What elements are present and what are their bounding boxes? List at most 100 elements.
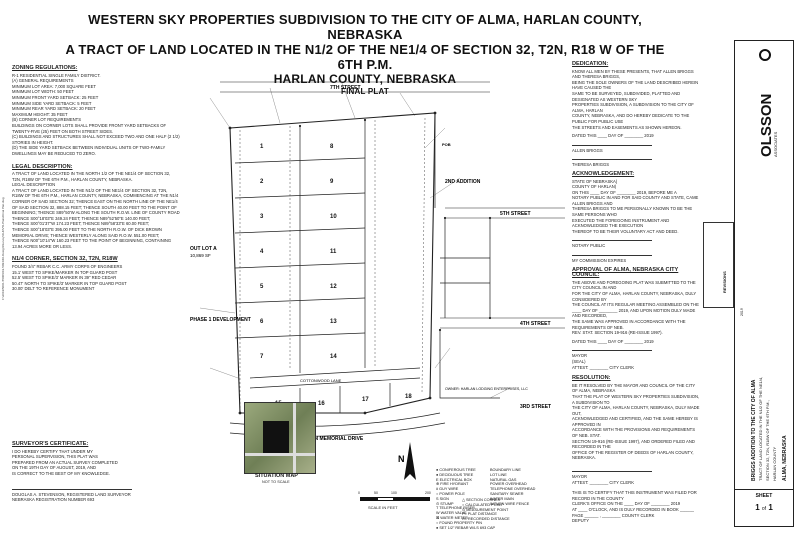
legend-line-item: POWER OVERHEAD <box>490 482 527 487</box>
legend-item: ŏ GUY WIRE <box>436 487 459 492</box>
legal-line: MEMORIAL DRIVE; THENCE WESTERLY ALONG SA… <box>12 232 160 238</box>
legend-line-item: WATER MAIN <box>490 496 514 501</box>
zoning-line: MINIMUM REAR YARD SETBACK: 20 FEET <box>12 106 96 112</box>
subdivision-boundary <box>229 112 436 414</box>
scale-tick: 100 <box>391 491 397 495</box>
resolution-line: OFFICE OF THE REGISTER OF DEEDS OF HARLA… <box>572 449 694 461</box>
note-line: FOUND 3/4" REBAR C.C. ARMY CORPS OF ENGI… <box>12 264 123 269</box>
title-line-2: A TRACT OF LAND LOCATED IN THE N1/2 OF T… <box>65 42 665 72</box>
legal-text: A TRACT OF LAND LOCATED IN THE NORTH 1/2… <box>12 171 190 249</box>
legend: ● CONIFEROUS TREE ● DECIDUOUS TREE E ELE… <box>436 468 546 530</box>
zoning-line: (D) THE SIDE YARD SETBACK BETWEEN INDIVI… <box>12 145 166 151</box>
record-line: CLERK'S OFFICE ON THE ____ DAY OF ______… <box>572 501 681 507</box>
sheet-label: SHEET <box>755 493 773 499</box>
lot-number: 3 <box>260 214 264 220</box>
scale-tick: 200 <box>425 491 431 495</box>
revisions-label: REVISIONS <box>722 271 727 293</box>
resolution-line: ACKNOWLEDGED AND CERTIFIED, AND THE SAME… <box>572 416 698 427</box>
label-2nd-addition: 2ND ADDITION <box>445 179 481 185</box>
signature-line <box>572 153 652 161</box>
title-line-4: FINAL PLAT <box>341 87 389 96</box>
label-dick-brown-drive: DICK BROWN MEMORIAL DRIVE <box>285 436 364 442</box>
resolution-line: THAT THE PLAT OF WESTERN SKY PROPERTIES … <box>572 393 700 405</box>
resolution-line: SECTION 19-916 (RE-ISSUE 1997), AND ORDE… <box>572 438 695 450</box>
notary-label: NOTARY PUBLIC <box>572 243 606 249</box>
resolution-line: BE IT RESOLVED BY THE MAYOR AND COUNCIL … <box>572 382 696 394</box>
year-label: 2019 <box>740 308 744 316</box>
dedication-date: DATED THIS ____ DAY OF ________ 2019 <box>572 133 654 139</box>
council-line: FOR THE CITY OF ALMA, HARLAN COUNTY, NEB… <box>572 291 697 302</box>
acknowledgement-heading: ACKNOWLEDGEMENT: <box>572 170 635 177</box>
signature-line <box>572 344 652 352</box>
legal-line: T2N, R18W OF THE 6TH P.M., HARLAN COUNTY… <box>12 176 133 182</box>
legend-lines: BOUNDARY LINE LOT LINE NATURAL GAS POWER… <box>490 468 550 506</box>
scale-bar <box>360 497 430 501</box>
dedication-line: PROPERTIES SUBDIVISION, A SUBDIVISION TO… <box>572 102 694 113</box>
sheet-number: 1 <box>755 503 760 512</box>
file-path-text: F:\2019\5001-5500\019-5094\40-Design\Sur… <box>1 197 5 300</box>
zoning-text: R-1 RESIDENTIAL SINGLE FAMILY DISTRICT. … <box>12 73 190 157</box>
lot-number: 12 <box>330 284 337 290</box>
owner-name: ALLEN BRIGGS <box>572 147 603 153</box>
mayor-label: MAYOR <box>572 474 588 480</box>
label-cottonwood-lane: COTTONWOOD LANE <box>300 378 342 383</box>
sheet-total: 1 <box>768 503 773 512</box>
zoning-line: (C) BUILDINGS AND STRUCTURES SHALL NOT E… <box>12 134 180 140</box>
record-line: DEPUTY <box>572 518 589 524</box>
legend-line-item: SANITARY SEWER <box>490 491 524 496</box>
lot-number: 14 <box>330 354 337 360</box>
legend-item: △ SECTION CORNER <box>462 498 501 502</box>
council-line: THE COUNCIL AT ITS REGULAR MEETING ASSEM… <box>572 302 699 308</box>
plat-drawing: 7TH STREET 5TH STREET 4TH STREET 3RD STR… <box>190 77 565 442</box>
record-line: THIS IS TO CERTIFY THAT THIS INSTRUMENT … <box>572 490 697 501</box>
title-block: OLSSON ASSOCIATES BRIGGS ADDITION TO THE… <box>734 40 794 527</box>
legend-extra: △ SECTION CORNER ○ CALCULATED POINT ⊙ ME… <box>462 498 542 522</box>
legal-line: OF SAID SECTION 32, 888.15 FEET; THENCE … <box>12 204 177 210</box>
zoning-line: (A) GENERAL REQUIREMENTS <box>12 78 74 84</box>
resolution-line: THE CITY OF ALMA, HARLAN COUNTY, NEBRASK… <box>572 405 700 416</box>
legend-item: T TELEPHONE RISER <box>436 506 475 511</box>
firm-subname: ASSOCIATES <box>773 131 778 157</box>
ack-line: EXECUTED THE FOREGOING INSTRUMENT AND AC… <box>572 217 670 229</box>
project-title-3: SECTION 32, T2N, R18W OF THE 6TH P.M., <box>765 400 770 481</box>
zoning-line: BUILDINGS ON CORNER LOTS SHALL PROVIDE F… <box>12 122 167 128</box>
scale-label: SCALE IN FEET <box>368 505 398 510</box>
corner-note-text: FOUND 3/4" REBAR C.C. ARMY CORPS OF ENGI… <box>12 264 190 292</box>
legend-item: ⊕ FIRE HYDRANT <box>436 482 469 487</box>
zoning-line: MAXIMUM HEIGHT: 35 FEET <box>12 111 68 117</box>
owner-name: THERESA BRIGGS <box>572 162 609 168</box>
legend-item: E ELECTRICAL BOX <box>436 477 472 482</box>
lot-number: 6 <box>260 319 264 325</box>
council-line: THE ABOVE AND FOREGOING PLAT WAS SUBMITT… <box>572 279 696 291</box>
record-line: AT ____ O'CLOCK, AND IS DULY RECORDED IN… <box>572 507 694 512</box>
north-arrow: N <box>398 442 416 480</box>
label-outlot-a: OUT LOT A <box>190 246 217 252</box>
legal-heading: LEGAL DESCRIPTION: <box>12 163 73 170</box>
record-line: PAGE ______ , ________ COUNTY CLERK <box>572 512 655 518</box>
scale-tick: 50 <box>374 491 378 495</box>
dedication-line: KNOW ALL MEN BY THESE PRESENTS, THAT ALL… <box>572 68 694 80</box>
legal-line: THENCE N00°10'14"W 160.23 FEET TO THE PO… <box>12 238 172 244</box>
legend-item: ○ POWER POLE <box>436 491 465 496</box>
ack-line: ON THIS ____ DAY OF ________ 2019, BEFOR… <box>572 189 677 195</box>
lot-number: 8 <box>330 144 334 150</box>
legend-line-item: NATURAL GAS <box>490 477 517 482</box>
legal-line: THENCE S00°18'03"E 395.00 FEET TO THE NO… <box>12 227 162 233</box>
revisions-box: REVISIONS <box>703 222 734 308</box>
legend-line-item: TELEPHONE OVERHEAD <box>490 487 536 492</box>
sheet-of: of <box>761 506 767 512</box>
zoning-line: MINIMUM SIDE YARD SETBACK: 5 FEET <box>12 100 92 106</box>
dedication-line: BEING THE SOLE OWNERS OF THE LAND DESCRI… <box>572 79 699 91</box>
title-line-3: HARLAN COUNTY, NEBRASKA <box>273 72 457 86</box>
legal-line: R18W OF THE 6TH P.M., HARLAN COUNTY, NEB… <box>12 193 179 199</box>
surveyor-heading: SURVEYOR'S CERTIFICATE: <box>12 441 89 447</box>
lot-number: 2 <box>260 179 264 185</box>
mayor-label: MAYOR <box>572 353 588 359</box>
note-line: 52.5' WEST TO SPIKE/3' MARKER IN 39" RED… <box>12 275 117 281</box>
council-line: THE SAME WAS APPROVED IN ACCORDANCE WITH… <box>572 318 686 330</box>
legend-item: ● SET 1/2" REBAR W/LS 693 CAP <box>436 525 496 530</box>
firm-name: OLSSON <box>758 94 775 157</box>
situation-map-label: SITUATION MAP <box>255 473 298 479</box>
commission-label: MY COMMISSION EXPIRES <box>572 258 627 264</box>
label-pob: POB <box>442 142 451 147</box>
